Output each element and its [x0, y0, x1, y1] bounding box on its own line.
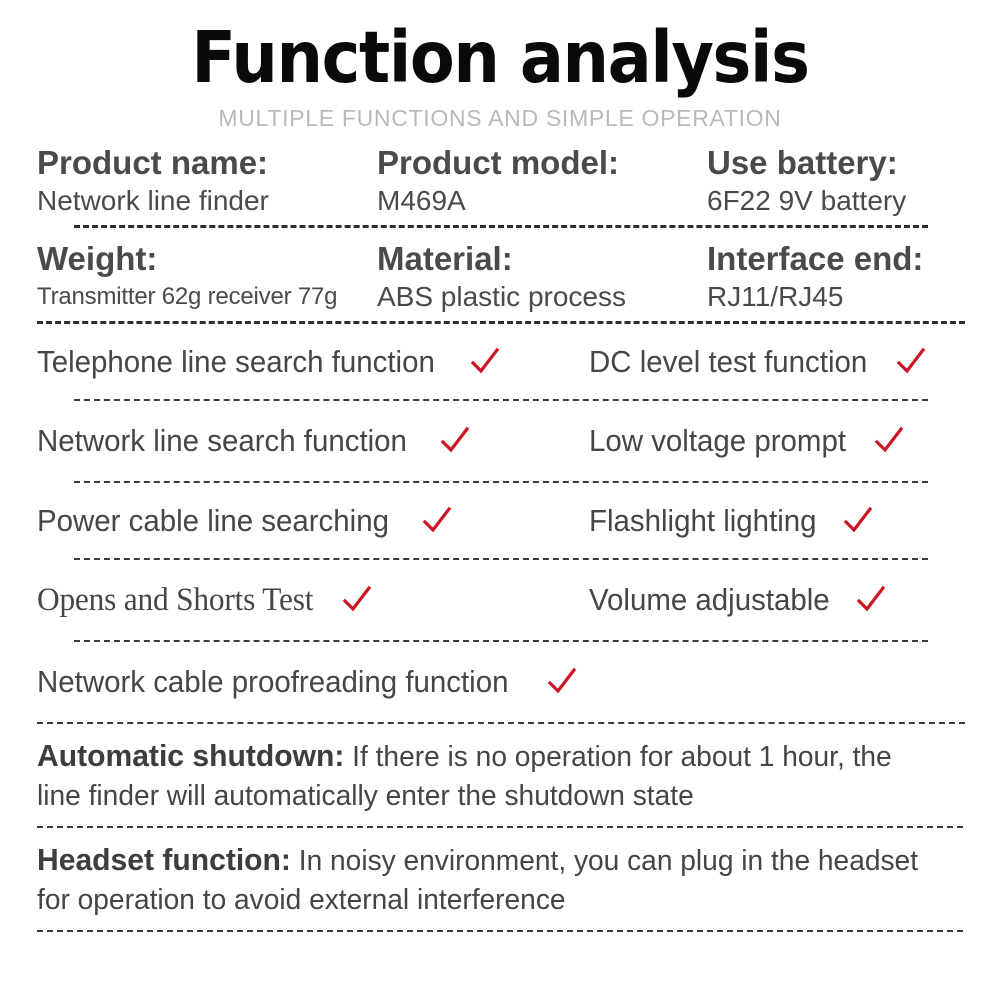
notes-section: Automatic shutdown: If there is no opera…: [0, 724, 1000, 932]
specification-table: Product name: Network line finder Produc…: [0, 132, 1000, 321]
spec-label: Use battery:: [707, 144, 898, 181]
spec-row: Weight: Transmitter 62g receiver 77g Mat…: [37, 228, 963, 321]
divider: [37, 930, 963, 932]
page-title: Function analysis: [191, 16, 810, 99]
feature-item-network-cable-proofreading: Network cable proofreading function: [37, 664, 963, 700]
spec-cell-use-battery: Use battery: 6F22 9V battery: [707, 142, 962, 219]
feature-label: Network cable proofreading function: [37, 664, 509, 699]
check-icon: [874, 426, 904, 456]
divider: [74, 225, 928, 228]
feature-label: Telephone line search function: [37, 343, 435, 379]
check-icon: [856, 585, 886, 615]
note-automatic-shutdown: Automatic shutdown: If there is no opera…: [37, 724, 963, 826]
spec-label: Interface end:: [707, 240, 924, 277]
divider: [74, 640, 928, 642]
feature-item-flashlight-lighting: Flashlight lighting: [589, 503, 873, 539]
note-text: Headset function: In noisy environment, …: [37, 840, 935, 920]
feature-item-dc-level-test: DC level test function: [589, 344, 926, 380]
feature-row: Telephone line search function DC level …: [37, 324, 963, 399]
spec-value: RJ11/RJ45: [707, 281, 844, 312]
check-icon: [440, 426, 470, 456]
divider: [74, 399, 928, 401]
feature-list: Telephone line search function DC level …: [0, 324, 1000, 722]
feature-label: DC level test function: [589, 343, 868, 379]
check-icon: [896, 347, 926, 377]
spec-row: Product name: Network line finder Produc…: [37, 132, 963, 225]
spec-value: Transmitter 62g receiver 77g: [37, 283, 338, 310]
note-headset-function: Headset function: In noisy environment, …: [37, 828, 963, 930]
spec-value: Network line finder: [37, 185, 269, 216]
check-icon: [547, 667, 577, 697]
note-text: Automatic shutdown: If there is no opera…: [37, 736, 935, 816]
feature-label: Volume adjustable: [589, 582, 830, 617]
check-icon: [470, 347, 500, 377]
page-subtitle: MULTIPLE FUNCTIONS AND SIMPLE OPERATION: [218, 105, 782, 131]
note-body: If there is no operation for about 1 hou…: [37, 741, 892, 812]
feature-label: Low voltage prompt: [589, 423, 847, 458]
feature-row: Power cable line searching Flashlight li…: [37, 483, 963, 558]
spec-cell-weight: Weight: Transmitter 62g receiver 77g: [37, 238, 377, 315]
feature-row: Network line search function Low voltage…: [37, 401, 963, 481]
feature-label: Power cable line searching: [37, 502, 389, 538]
feature-item-power-cable-searching: Power cable line searching: [37, 503, 589, 539]
feature-item-volume-adjustable: Volume adjustable: [589, 582, 886, 618]
feature-label: Flashlight lighting: [589, 502, 817, 538]
feature-row: Network cable proofreading function: [37, 642, 963, 722]
divider: [74, 481, 928, 483]
feature-label: Opens and Shorts Test: [37, 582, 314, 618]
note-label: Headset function:: [37, 842, 291, 877]
spec-value: M469A: [377, 185, 466, 216]
spec-cell-material: Material: ABS plastic process: [377, 238, 707, 315]
note-label: Automatic shutdown:: [37, 738, 345, 773]
spec-label: Product model:: [377, 144, 620, 181]
feature-row: Opens and Shorts Test Volume adjustable: [37, 560, 963, 640]
spec-cell-interface-end: Interface end: RJ11/RJ45: [707, 238, 962, 315]
feature-item-telephone-line-search: Telephone line search function: [37, 344, 589, 380]
spec-label: Material:: [377, 240, 513, 277]
check-icon: [342, 585, 372, 615]
feature-item-opens-and-shorts-test: Opens and Shorts Test: [37, 582, 589, 618]
divider: [74, 558, 928, 560]
divider: [37, 321, 965, 324]
note-body: In noisy environment, you can plug in th…: [37, 845, 919, 916]
feature-item-low-voltage-prompt: Low voltage prompt: [589, 423, 904, 459]
divider: [37, 826, 963, 828]
feature-item-network-line-search: Network line search function: [37, 423, 589, 459]
divider: [37, 722, 965, 724]
spec-value: ABS plastic process: [377, 281, 626, 312]
header: Function analysis MULTIPLE FUNCTIONS AND…: [0, 0, 1000, 132]
spec-cell-product-model: Product model: M469A: [377, 142, 707, 219]
spec-value: 6F22 9V battery: [707, 185, 907, 216]
spec-cell-product-name: Product name: Network line finder: [37, 142, 377, 219]
check-icon: [843, 506, 873, 536]
spec-label: Product name:: [37, 144, 269, 181]
feature-label: Network line search function: [37, 423, 407, 458]
check-icon: [422, 506, 452, 536]
spec-label: Weight:: [37, 240, 158, 277]
